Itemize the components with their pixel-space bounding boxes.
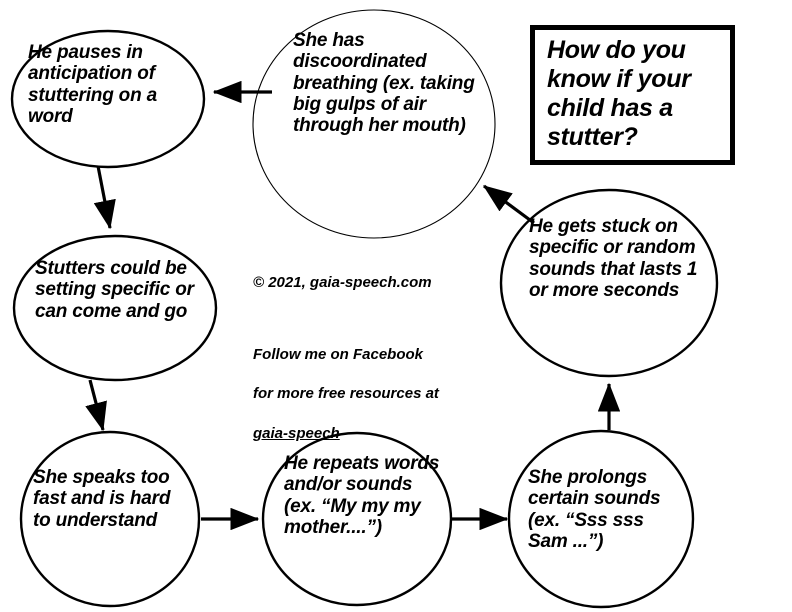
node-label-pauses: He pauses in anticipation of stuttering … (28, 42, 157, 127)
page-title: How do you know if your child has a stut… (547, 36, 691, 151)
node-shape-pauses[interactable] (10, 29, 206, 169)
follow-line-2: for more free resources at (253, 385, 439, 403)
node-shape-prolongs[interactable] (507, 429, 695, 609)
node-label-speaks-fast: She speaks too fast and is hard to under… (33, 467, 171, 531)
follow-line-1: Follow me on Facebook (253, 345, 424, 363)
copyright-credit: © 2021, gaia-speech.com (253, 274, 432, 291)
node-label-repeats: He repeats words and/or sounds (ex. “My … (284, 453, 440, 538)
node-shape-setting[interactable] (12, 234, 218, 382)
node-label-breathing: She has discoordinated breathing (ex. ta… (293, 30, 475, 137)
node-label-gets-stuck: He gets stuck on specific or random soun… (529, 216, 698, 301)
node-label-setting: Stutters could be setting specific or ca… (35, 258, 194, 322)
arrow-pauses-to-setting (93, 165, 116, 230)
node-shape-breathing[interactable] (252, 9, 496, 239)
follow-block: Follow me on Facebook for more free reso… (253, 325, 439, 444)
node-shape-repeats[interactable] (261, 431, 453, 607)
title-box: How do you know if your child has a stut… (530, 25, 735, 165)
arrow-setting-to-speaks-fast (85, 379, 107, 432)
arrow-gets-stuck-to-breathing (482, 184, 535, 225)
node-shape-gets-stuck[interactable] (499, 188, 719, 378)
gaia-speech-link[interactable]: gaia-speech (253, 424, 340, 442)
node-shape-speaks-fast[interactable] (19, 430, 201, 608)
node-label-prolongs: She prolongs certain sounds (ex. “Sss ss… (528, 467, 661, 552)
